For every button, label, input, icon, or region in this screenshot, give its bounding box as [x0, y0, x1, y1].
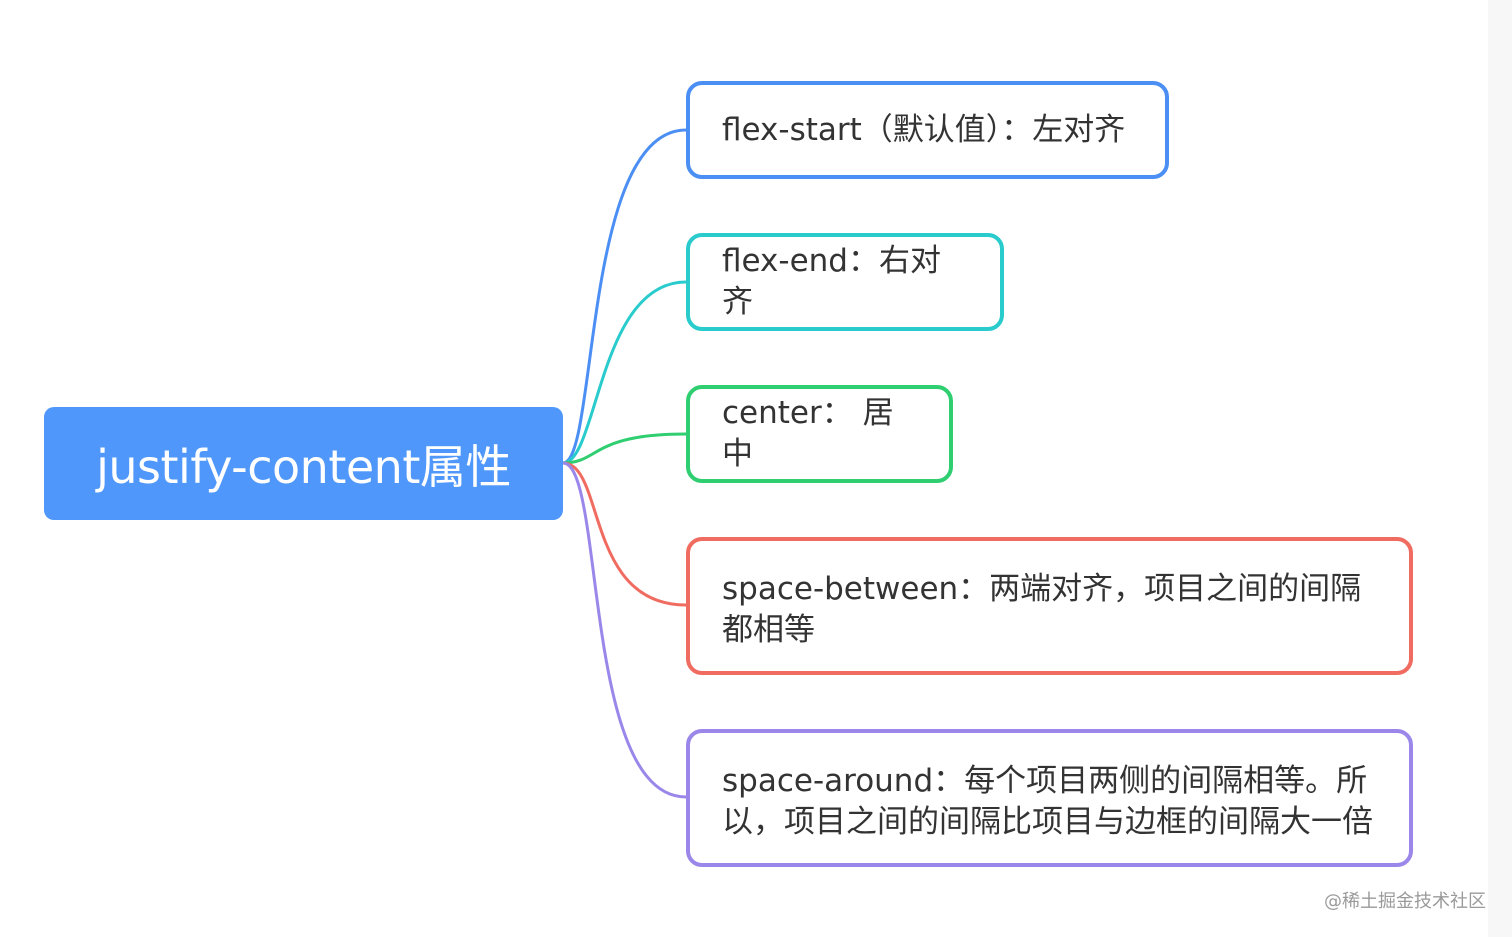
- connector-line-center: [562, 432, 687, 465]
- child-node-label: space-around：每个项目两侧的间隔相等。所以，项目之间的间隔比项目与边…: [722, 763, 1373, 840]
- connector-line-space-around: [562, 461, 687, 799]
- child-node-label: center： 居中: [722, 395, 894, 472]
- child-node-space-around[interactable]: space-around：每个项目两侧的间隔相等。所以，项目之间的间隔比项目与边…: [686, 729, 1413, 867]
- child-node-label: space-between：两端对齐，项目之间的间隔都相等: [722, 571, 1362, 648]
- connector-line-space-between: [562, 461, 687, 607]
- right-edge-strip: [1488, 0, 1512, 937]
- child-node-flex-end[interactable]: flex-end：右对齐: [686, 233, 1004, 331]
- child-node-label: flex-start（默认值）：左对齐: [722, 111, 1126, 148]
- root-node-label: justify-content属性: [96, 439, 511, 494]
- child-node-flex-start[interactable]: flex-start（默认值）：左对齐: [686, 81, 1169, 179]
- child-node-space-between[interactable]: space-between：两端对齐，项目之间的间隔都相等: [686, 537, 1413, 675]
- watermark-text: @稀土掘金技术社区: [1324, 891, 1486, 912]
- connector-line-flex-end: [562, 280, 687, 465]
- root-node[interactable]: justify-content属性: [44, 407, 563, 520]
- connector-line-flex-start: [562, 128, 687, 465]
- child-node-label: flex-end：右对齐: [722, 243, 941, 320]
- child-node-center[interactable]: center： 居中: [686, 385, 953, 483]
